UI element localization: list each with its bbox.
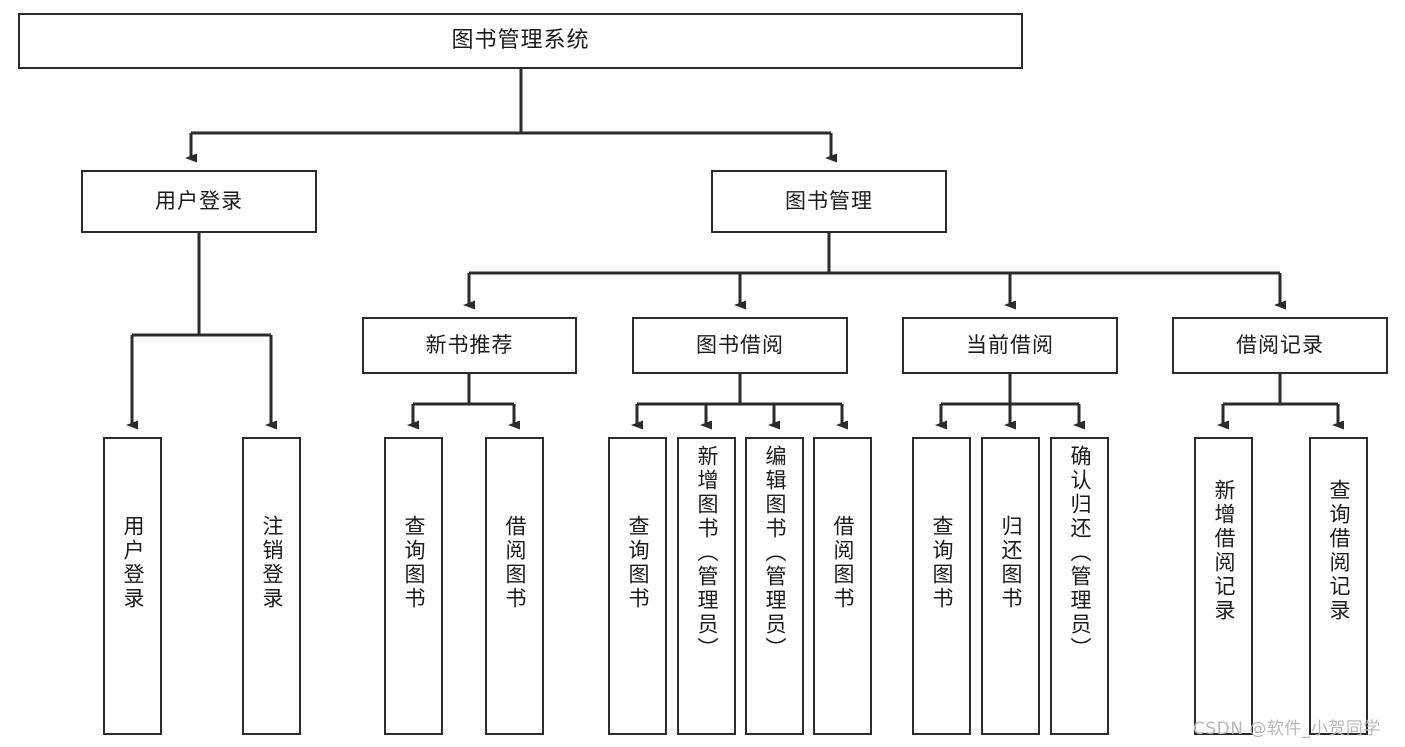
node-user-login[interactable]: 用户登录 bbox=[81, 170, 317, 233]
node-leaf-edit-book[interactable]: 编辑图书（管理员） bbox=[745, 437, 804, 735]
node-leaf-add-book[interactable]: 新增图书（管理员） bbox=[677, 437, 736, 735]
node-new-book-recommend[interactable]: 新书推荐 bbox=[362, 317, 577, 374]
node-leaf-borrow-book-recommend-label: 借阅图书 bbox=[503, 515, 527, 611]
node-leaf-query-borrow-record-label: 查询借阅记录 bbox=[1327, 479, 1351, 623]
node-leaf-query-book-current[interactable]: 查询图书 bbox=[912, 437, 971, 735]
node-leaf-borrow-book[interactable]: 借阅图书 bbox=[813, 437, 872, 735]
node-leaf-user-login-label: 用户登录 bbox=[121, 515, 145, 611]
node-leaf-borrow-book-recommend[interactable]: 借阅图书 bbox=[485, 437, 544, 735]
node-root-book-management-system[interactable]: 图书管理系统 bbox=[18, 13, 1023, 69]
node-borrow-record-label: 借阅记录 bbox=[1236, 333, 1324, 358]
node-leaf-user-login[interactable]: 用户登录 bbox=[103, 437, 162, 735]
node-leaf-query-borrow-record[interactable]: 查询借阅记录 bbox=[1309, 437, 1368, 735]
node-leaf-confirm-return[interactable]: 确认归还（管理员） bbox=[1050, 437, 1109, 735]
node-root-label: 图书管理系统 bbox=[451, 28, 590, 54]
node-leaf-query-book-current-label: 查询图书 bbox=[930, 515, 954, 611]
node-book-borrow[interactable]: 图书借阅 bbox=[632, 317, 848, 374]
node-leaf-query-book-borrow-label: 查询图书 bbox=[626, 515, 650, 611]
node-leaf-return-book[interactable]: 归还图书 bbox=[981, 437, 1040, 735]
node-leaf-add-book-label: 新增图书（管理员） bbox=[695, 445, 719, 661]
node-leaf-add-borrow-record-label: 新增借阅记录 bbox=[1212, 479, 1236, 623]
node-leaf-confirm-return-label: 确认归还（管理员） bbox=[1068, 445, 1092, 661]
node-new-book-recommend-label: 新书推荐 bbox=[425, 333, 514, 358]
node-leaf-query-book-recommend[interactable]: 查询图书 bbox=[384, 437, 443, 735]
node-current-borrow[interactable]: 当前借阅 bbox=[902, 317, 1118, 374]
node-leaf-add-borrow-record[interactable]: 新增借阅记录 bbox=[1194, 437, 1253, 735]
node-leaf-user-logout[interactable]: 注销登录 bbox=[242, 437, 301, 735]
node-book-manage[interactable]: 图书管理 bbox=[711, 170, 947, 233]
node-book-borrow-label: 图书借阅 bbox=[696, 333, 784, 358]
node-leaf-return-book-label: 归还图书 bbox=[999, 515, 1023, 611]
node-book-manage-label: 图书管理 bbox=[785, 189, 873, 214]
node-leaf-user-logout-label: 注销登录 bbox=[260, 515, 284, 611]
node-leaf-edit-book-label: 编辑图书（管理员） bbox=[763, 445, 787, 661]
node-current-borrow-label: 当前借阅 bbox=[966, 333, 1054, 358]
node-leaf-borrow-book-label: 借阅图书 bbox=[831, 515, 855, 611]
node-borrow-record[interactable]: 借阅记录 bbox=[1172, 317, 1388, 374]
node-leaf-query-book-borrow[interactable]: 查询图书 bbox=[608, 437, 667, 735]
node-user-login-label: 用户登录 bbox=[155, 189, 243, 214]
node-leaf-query-book-recommend-label: 查询图书 bbox=[402, 515, 426, 611]
